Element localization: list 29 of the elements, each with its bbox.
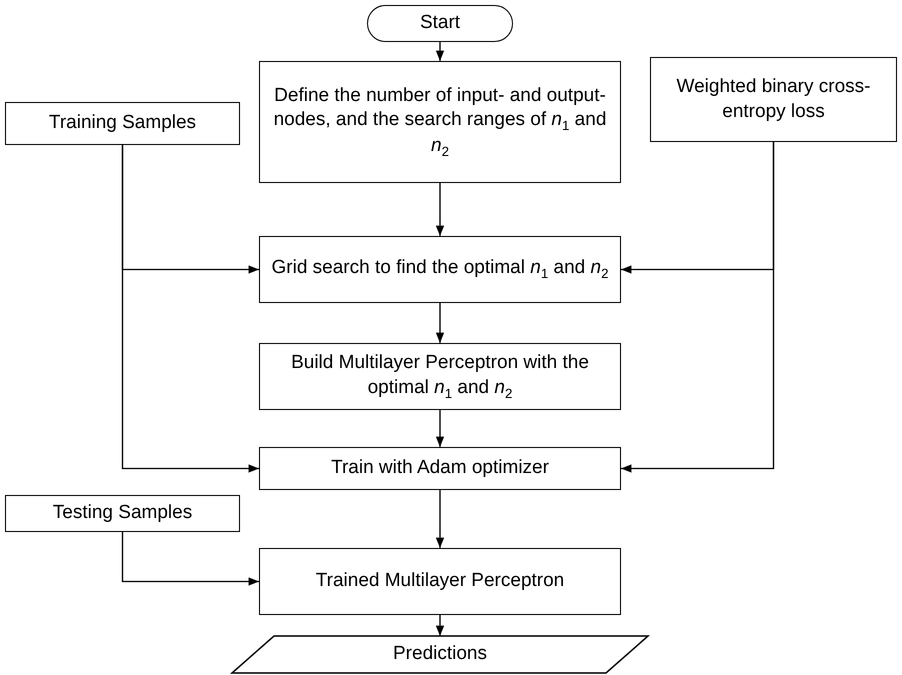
node-label: Train with Adam optimizer bbox=[331, 456, 549, 480]
arrow bbox=[436, 183, 444, 236]
process-box bbox=[259, 447, 621, 490]
process-box bbox=[259, 236, 621, 303]
node-label: Training Samples bbox=[48, 111, 196, 136]
process-box bbox=[259, 61, 621, 183]
arrow bbox=[436, 615, 444, 636]
node-label: Define the number of input- and output-nodes, and the search ranges of n$_{1}$ and n$_{2}$ bbox=[272, 84, 608, 160]
node-label: Trained Multilayer Perceptron bbox=[316, 569, 564, 594]
input-box bbox=[5, 495, 240, 532]
node-label: Build Multilayer Perceptron with the optimal n$_{1}$ and n$_{2}$ bbox=[290, 351, 590, 402]
arrow bbox=[122, 145, 259, 473]
input-box bbox=[5, 102, 240, 145]
arrow bbox=[436, 490, 444, 548]
node-label: Grid search to find the optimal n$_{1}$ and n$_{2}$ bbox=[272, 256, 608, 283]
process-box bbox=[259, 343, 621, 410]
input-box bbox=[650, 57, 897, 142]
arrow bbox=[122, 532, 259, 586]
arrow bbox=[436, 410, 444, 447]
terminal-pill bbox=[367, 5, 513, 42]
node-label: Start bbox=[420, 11, 460, 36]
arrow bbox=[621, 142, 774, 473]
node-label: Predictions bbox=[393, 642, 487, 666]
node-label: Weighted binary cross-entropy loss bbox=[676, 74, 872, 124]
arrow bbox=[436, 42, 444, 61]
arrow bbox=[436, 303, 444, 343]
process-box bbox=[259, 548, 621, 615]
node-label: Testing Samples bbox=[52, 501, 192, 526]
output-parallelogram bbox=[232, 636, 648, 673]
